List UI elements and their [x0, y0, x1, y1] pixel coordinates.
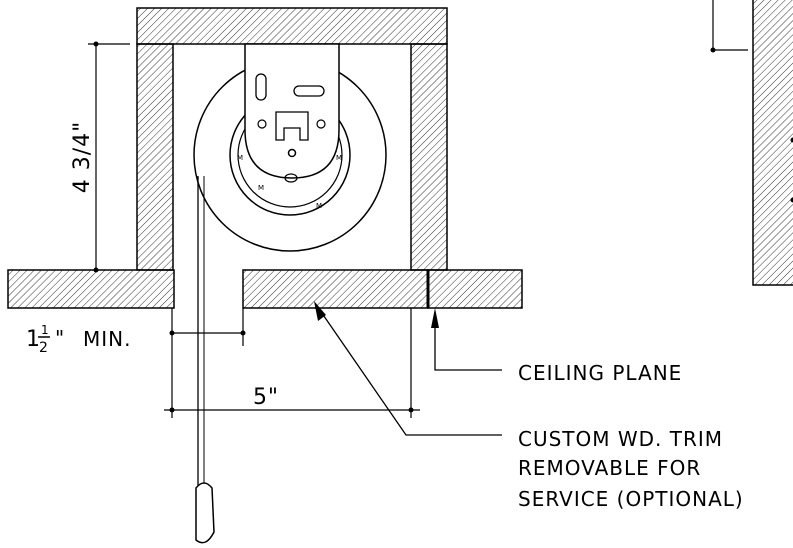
width-tick-left	[169, 407, 175, 413]
width-tick-right	[408, 407, 414, 413]
bracket-slot-vertical	[255, 73, 267, 101]
height-tick-top	[93, 41, 99, 47]
min-gap-suffix: MIN.	[83, 327, 131, 351]
height-tick-bottom	[93, 267, 99, 273]
roller-mark-2: M	[258, 184, 265, 192]
ceiling	[7, 269, 523, 309]
wall-dimension-tick	[710, 47, 716, 53]
ceiling-plane-callout: CEILING PLANE	[431, 308, 682, 385]
min-gap-numerator: 1	[41, 323, 50, 337]
roller-mark-4: M	[336, 154, 343, 162]
height-dimension: 4 3/4"	[70, 41, 130, 273]
ceiling-leader-arrow	[431, 308, 439, 328]
trim-callout: CUSTOM WD. TRIM REMOVABLE FOR SERVICE (O…	[314, 301, 744, 511]
trim-leader-arrow	[314, 301, 326, 321]
min-gap-tick-left	[169, 330, 175, 336]
ceiling-right-board	[427, 269, 523, 309]
min-gap-dimension: 1 1 2 " MIN.	[26, 308, 246, 356]
roller-end-cap	[284, 173, 298, 183]
pocket-frame	[136, 7, 448, 271]
min-gap-denominator: 2	[39, 340, 49, 356]
roller-mark-1: M	[237, 154, 244, 162]
trim-label-line2: REMOVABLE FOR	[518, 456, 701, 480]
min-gap-tick-right	[240, 330, 246, 336]
trim-label-line3: SERVICE (OPTIONAL)	[518, 487, 744, 511]
width-dimension: 5"	[164, 308, 420, 418]
roller-axle	[287, 148, 297, 158]
roller-mark-3: M	[316, 202, 323, 210]
height-dimension-label: 4 3/4"	[70, 121, 95, 194]
mounting-bracket	[244, 43, 340, 179]
bracket-clip	[275, 111, 309, 141]
custom-trim-board	[242, 269, 429, 309]
pocket-top-member	[136, 7, 448, 45]
adjacent-wall	[710, 0, 793, 286]
bracket-slot-horizontal	[293, 85, 325, 97]
min-gap-whole: 1	[26, 327, 41, 352]
pocket-left-member	[136, 43, 174, 271]
bracket-hole-left	[257, 119, 267, 129]
adjacent-wall-member	[752, 0, 793, 286]
trim-label-line1: CUSTOM WD. TRIM	[518, 427, 723, 451]
wall-tick-1	[790, 137, 793, 143]
wall-tick-2	[790, 197, 793, 203]
bracket-hole-right	[316, 119, 326, 129]
ceiling-plane-label: CEILING PLANE	[518, 361, 682, 385]
min-gap-inch-mark: "	[55, 326, 65, 350]
ceiling-left-board	[7, 269, 175, 309]
bottom-bar	[195, 482, 215, 544]
width-dimension-label: 5"	[253, 385, 279, 410]
pocket-right-member	[410, 43, 448, 271]
